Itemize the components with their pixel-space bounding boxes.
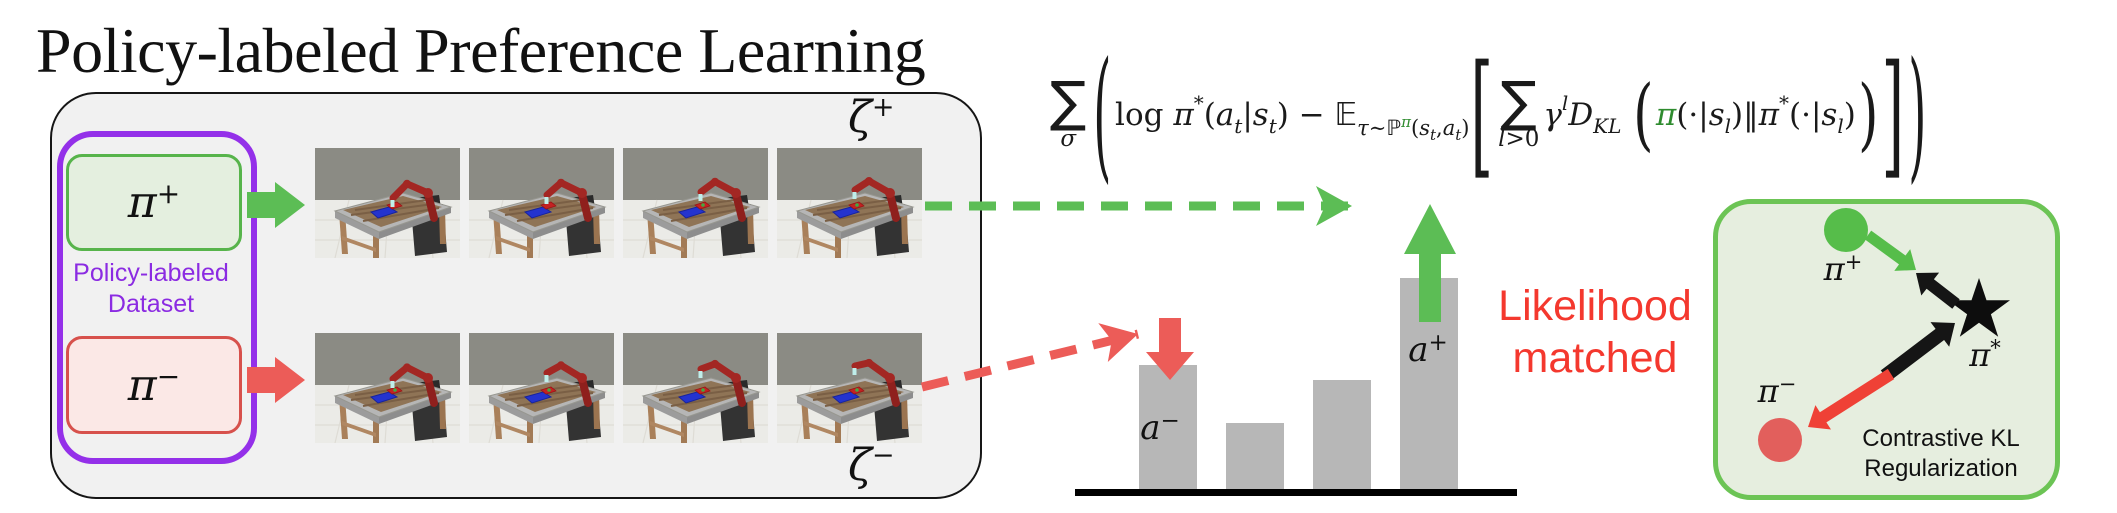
pi-plus-dot (1824, 208, 1868, 252)
zeta-plus-label: ζ+ (848, 92, 895, 143)
zeta-minus-label: ζ− (848, 440, 895, 491)
pi-minus-dot (1758, 418, 1802, 462)
likelihood-bar (1226, 423, 1284, 490)
sum-operator: ∑l>0 (1498, 70, 1540, 152)
pi-star-icon (1948, 278, 2010, 337)
pi-minus-policy-box: π− (66, 336, 242, 434)
stretch-delimiter: ( (1633, 68, 1654, 160)
kl-caption-line1: Contrastive KL (1862, 425, 2020, 452)
pi-minus-label: π− (127, 359, 181, 411)
stretch-delimiter: ] (1881, 35, 1905, 193)
likelihood-matched-label: Likelihood matched (1498, 282, 1692, 382)
expectation-subscript: τ∼ℙπ(st,at) (1357, 112, 1470, 144)
kl-block-arrow (1864, 230, 1916, 271)
figure-title: Policy-labeled Preference Learning (36, 15, 926, 86)
likelihood-bar (1139, 365, 1197, 490)
kl-pi-star-label: π* (1969, 336, 2001, 374)
trajectory-frame (315, 333, 460, 444)
trajectory-frame (777, 148, 922, 259)
formula-run: γlDKL (1543, 90, 1622, 138)
policy-labeled-dataset-box (57, 131, 257, 464)
action-plus-label: a+ (1408, 330, 1448, 370)
trajectory-frame (469, 148, 614, 259)
dataset-label: Policy-labeled Dataset (73, 259, 229, 318)
trajectory-frame (315, 148, 460, 259)
sum-operator: ∑σ (1050, 70, 1087, 152)
kl-caption-line2: Regularization (1864, 455, 2018, 482)
action-minus-label: a− (1140, 408, 1180, 448)
likelihood-bar (1400, 278, 1458, 490)
stretch-delimiter: [ (1470, 35, 1494, 193)
kl-block-arrow (1916, 272, 1960, 309)
trajectory-frame (623, 148, 768, 259)
formula-run: π(·|sl)‖π*(·|sl) (1655, 90, 1856, 138)
trajectory-frame (777, 333, 922, 444)
pi-plus-policy-box: π+ (66, 154, 242, 251)
formula-run: log π*(at|st) − 𝔼 (1115, 90, 1358, 138)
pi-plus-label: π+ (127, 177, 181, 228)
likelihood-bar (1313, 380, 1371, 490)
kl-pi-minus-label: π− (1757, 372, 1797, 410)
stretch-delimiter: ) (1857, 68, 1879, 160)
stretch-delimiter: ) (1908, 30, 1927, 198)
bar-chart-baseline (1075, 489, 1517, 496)
trajectory-frame (623, 333, 768, 444)
kl-block-arrow (1808, 368, 1895, 430)
kl-block-arrow (1880, 322, 1955, 382)
stretch-delimiter: ( (1093, 30, 1112, 198)
kl-pi-plus-label: π+ (1823, 250, 1863, 288)
trajectory-frame (469, 333, 614, 444)
contrastive-kl-graphic (1758, 208, 2010, 462)
